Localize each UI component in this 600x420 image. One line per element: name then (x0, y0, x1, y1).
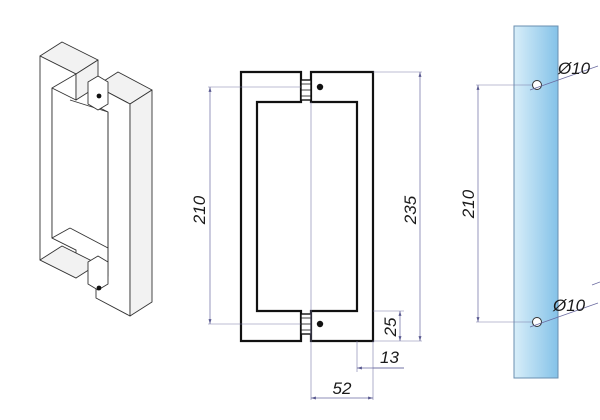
front-view: 210 235 25 13 52 (190, 70, 422, 400)
isometric-view (39, 41, 153, 317)
iso-screw-bottom-icon (96, 285, 102, 291)
dim-label-235: 235 (401, 195, 420, 225)
iso-back-inner-bottom (51, 227, 71, 239)
front-screw-top-icon (316, 83, 324, 91)
iso-screw-top-icon (96, 93, 102, 99)
front-left-bar (239, 70, 303, 343)
dim-label-13: 13 (380, 348, 399, 367)
iso-connector-bottom (69, 227, 109, 249)
glass-view: 210 Ø10 Ø10 (459, 25, 600, 379)
iso-standoff-top (87, 75, 109, 111)
glass-hole-bottom-icon (532, 317, 542, 327)
front-screw-bottom-icon (316, 320, 324, 328)
iso-back-inner-top (51, 73, 77, 89)
iso-back-inner (51, 88, 77, 251)
iso-connector-top (69, 99, 109, 113)
iso-standoff-bottom (87, 255, 109, 291)
leader-hole-top (529, 65, 599, 91)
dim-label-210-front: 210 (190, 195, 209, 225)
leader-hole-bottom-tail (591, 281, 600, 286)
iso-front-bar-side (129, 89, 153, 317)
leader-hole-bottom (529, 302, 599, 328)
dim-label-25: 25 (381, 317, 400, 337)
dim-label-210-glass: 210 (459, 189, 478, 219)
dim-label-52: 52 (333, 379, 352, 398)
glass-hole-top-icon (532, 80, 542, 90)
dim-label-hole-bottom: Ø10 (552, 296, 586, 315)
dim-label-hole-top: Ø10 (557, 59, 591, 78)
front-right-bar (309, 70, 375, 343)
